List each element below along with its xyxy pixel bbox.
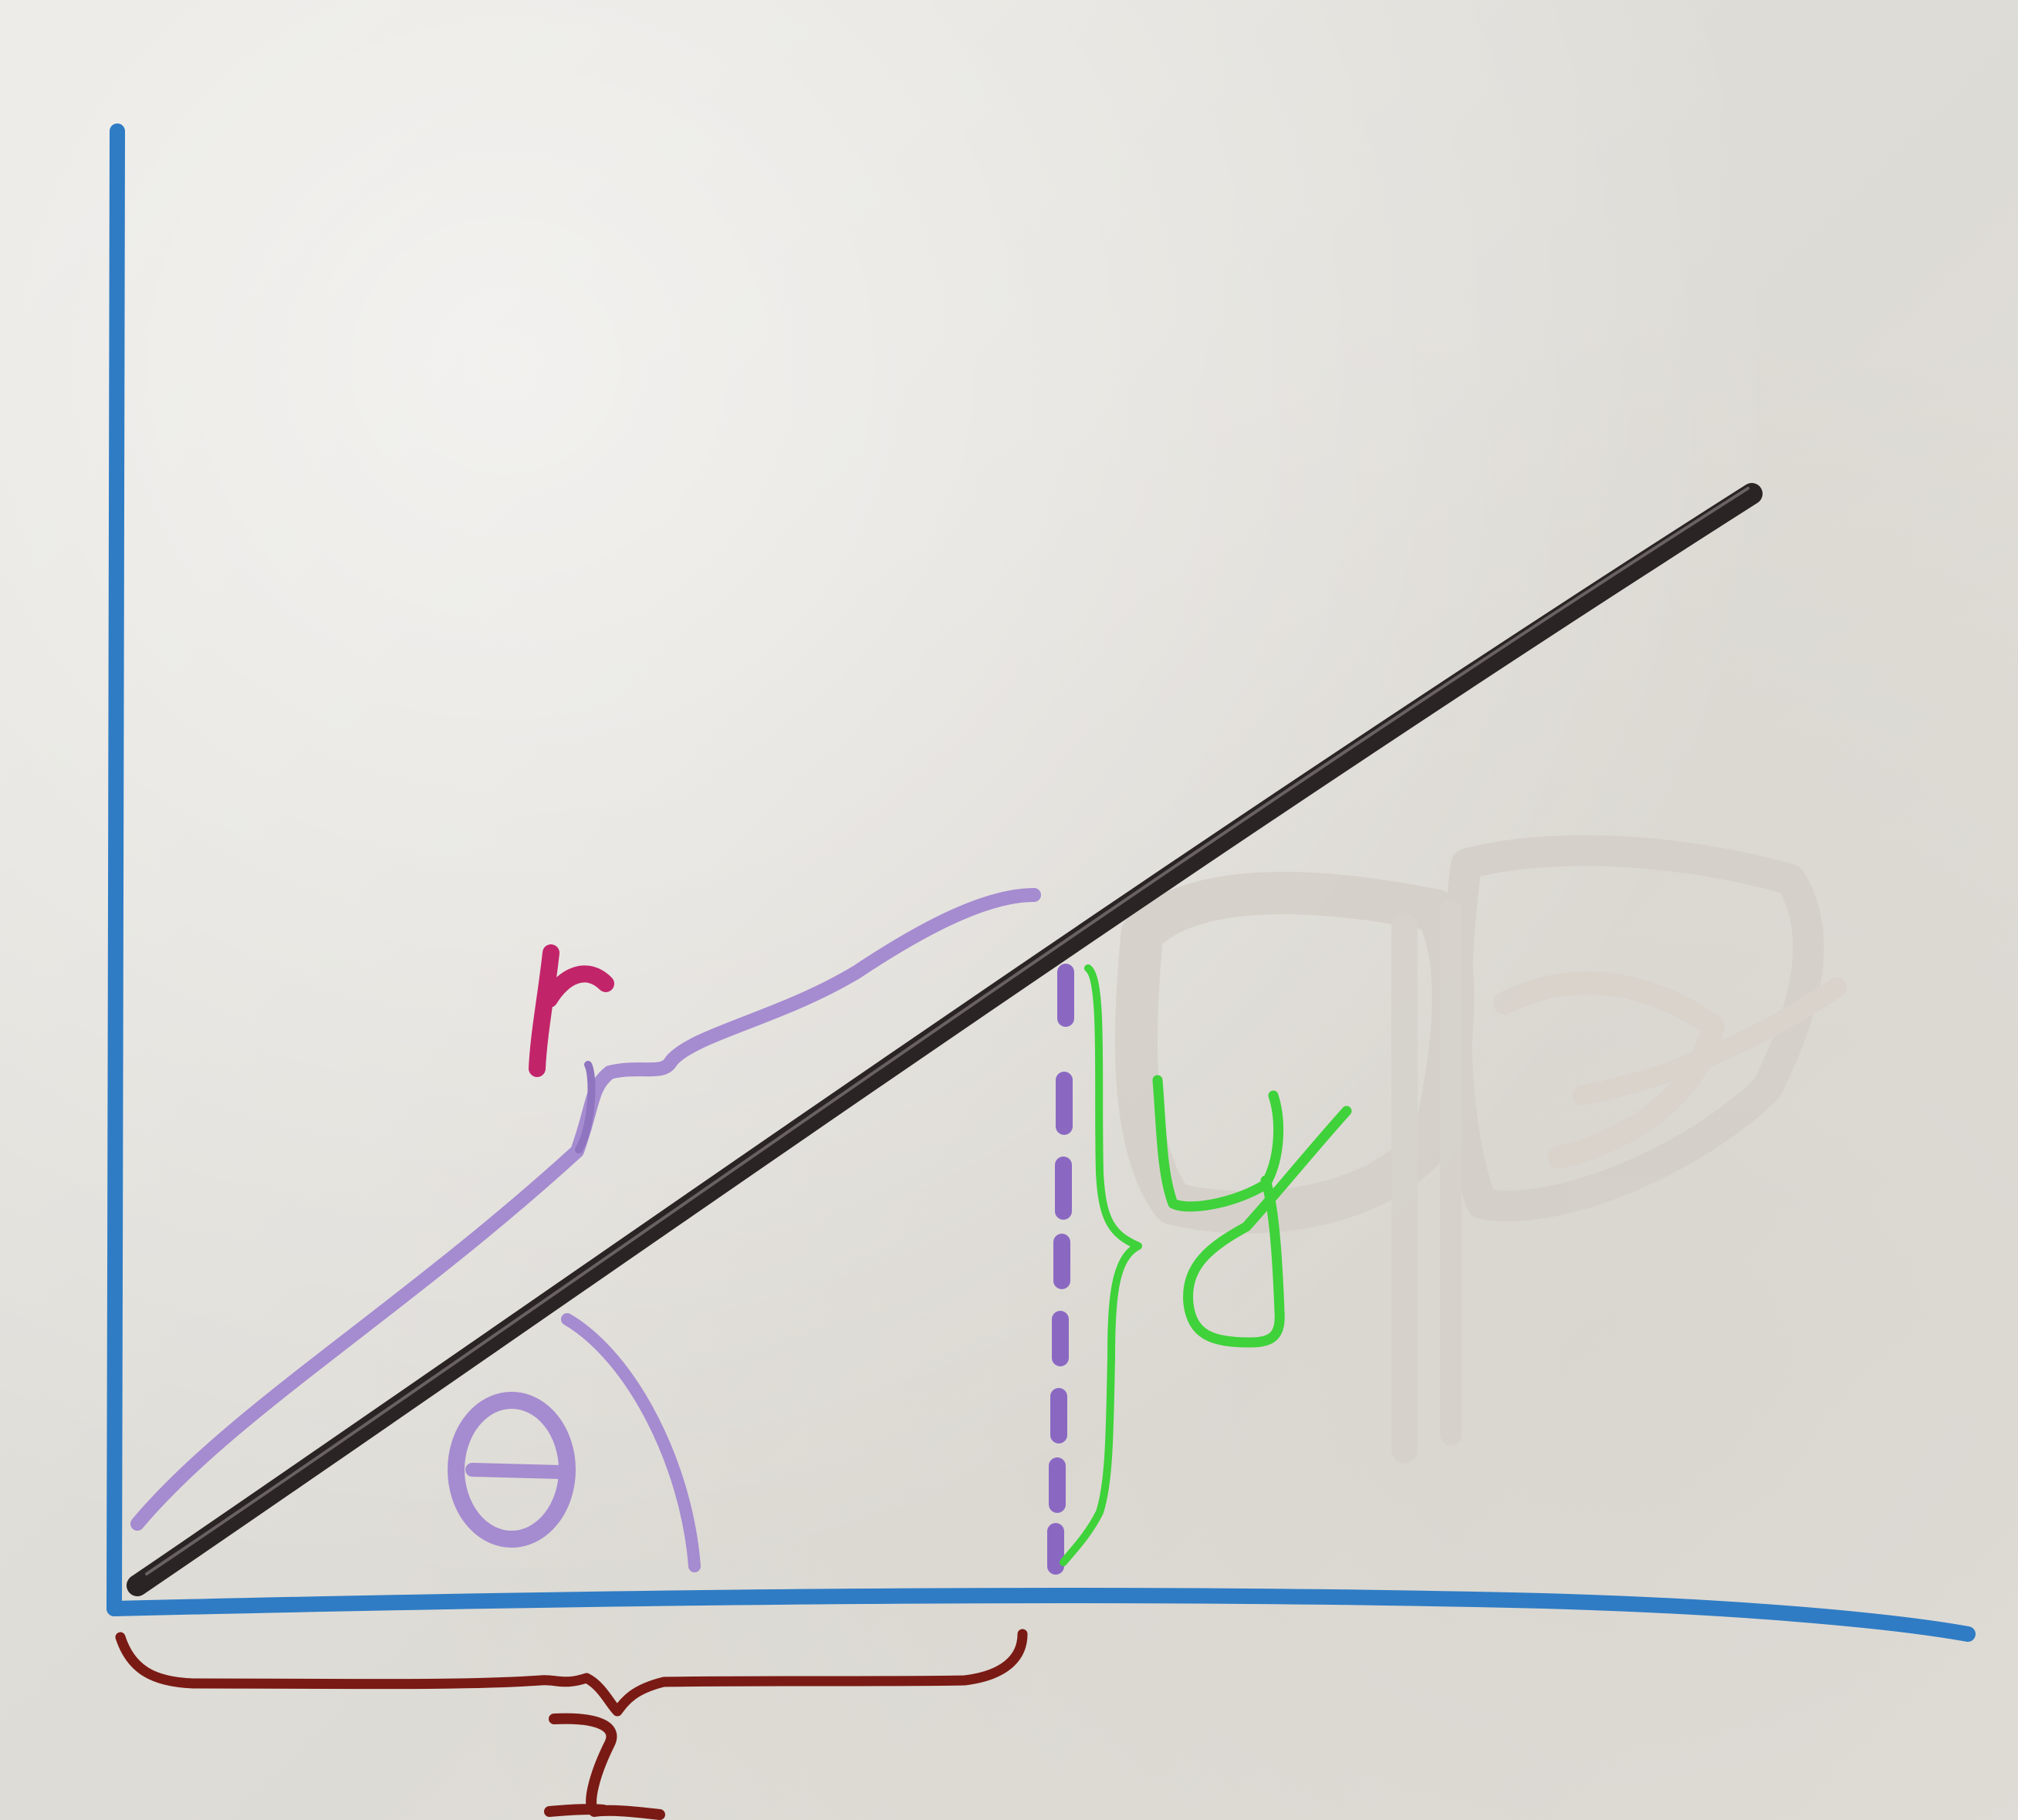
hypotenuse-highlight — [145, 487, 1749, 1575]
x-axis — [106, 1588, 1976, 1642]
dashed-vertical-line — [1047, 964, 1074, 1575]
x-brace — [115, 1629, 1028, 1717]
r-label — [529, 944, 614, 1077]
r-brace — [130, 888, 1041, 1531]
y-brace — [1060, 964, 1142, 1566]
angle-arc — [561, 1313, 701, 1572]
erased-smudge — [1114, 835, 1847, 1464]
hypotenuse-line — [127, 483, 1763, 1596]
theta-label — [448, 1392, 576, 1548]
y-axis — [106, 123, 125, 1616]
y-label — [1152, 1075, 1352, 1348]
r-brace-tick — [575, 1061, 596, 1153]
x-label — [544, 1713, 665, 1820]
